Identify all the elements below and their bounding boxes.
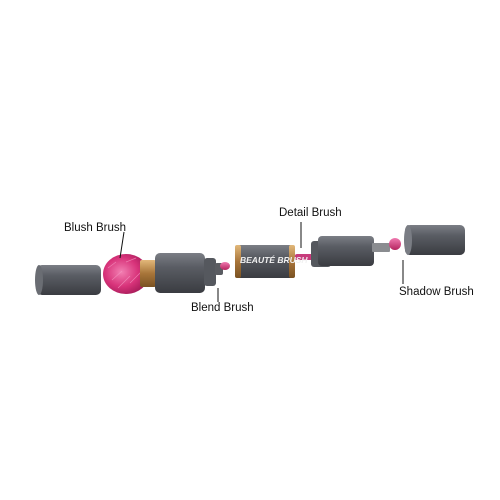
label-blend-brush: Blend Brush — [191, 302, 254, 314]
label-shadow-brush: Shadow Brush — [399, 286, 474, 298]
right-cap — [404, 225, 465, 255]
label-blush-brush: Blush Brush — [64, 222, 127, 234]
brand-name-part1: BEAUTÉ — [240, 255, 275, 265]
center-sleeve — [235, 245, 295, 278]
left-cap — [35, 265, 101, 295]
brand-name-part2: BRUSH — [277, 255, 308, 265]
leader-lines — [119, 222, 404, 302]
brand-logo: BEAUTÉ BRUSH — [240, 255, 308, 269]
label-detail-brush: Detail Brush — [279, 207, 342, 219]
detail-shadow-brush — [295, 236, 401, 267]
blush-brush — [103, 253, 230, 294]
